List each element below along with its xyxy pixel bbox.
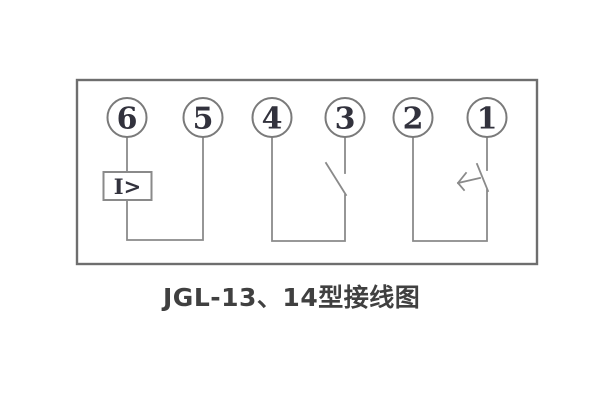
- contact-group-2-1: [412, 136, 490, 242]
- terminal-labels-layer: 6 5 4 3 2 1: [117, 102, 498, 137]
- switch-blade-icon: [324, 161, 348, 197]
- terminal-circle-3: [324, 97, 366, 138]
- overcurrent-relay-box: [102, 171, 153, 201]
- diagram-frame: [75, 78, 539, 266]
- terminal-label-3: 3: [335, 102, 356, 137]
- wire: [126, 136, 204, 241]
- switch-blade-icon: [475, 162, 490, 193]
- terminal-label-6: 6: [117, 102, 138, 137]
- overcurrent-relay-label: I>: [114, 174, 141, 199]
- wire: [271, 136, 346, 242]
- contact-group-4-3: [271, 136, 348, 242]
- left-arrow-icon: [456, 171, 468, 192]
- terminal-circle-4: [251, 97, 293, 138]
- terminals-layer: [106, 97, 508, 138]
- wire: [412, 136, 488, 242]
- terminal-circle-1: [466, 97, 508, 138]
- terminal-circle-5: [182, 97, 224, 138]
- diagram-caption: JGL-13、14型接线图: [161, 283, 420, 312]
- wires-layer: [102, 136, 490, 242]
- terminal-circle-2: [392, 97, 434, 138]
- terminal-label-1: 1: [477, 102, 498, 137]
- terminal-label-4: 4: [262, 102, 283, 137]
- contact-group-6-5: [102, 136, 204, 241]
- terminal-label-2: 2: [403, 102, 424, 137]
- arrow-shaft: [456, 176, 482, 185]
- terminal-label-5: 5: [193, 102, 214, 137]
- terminal-circle-6: [106, 97, 148, 138]
